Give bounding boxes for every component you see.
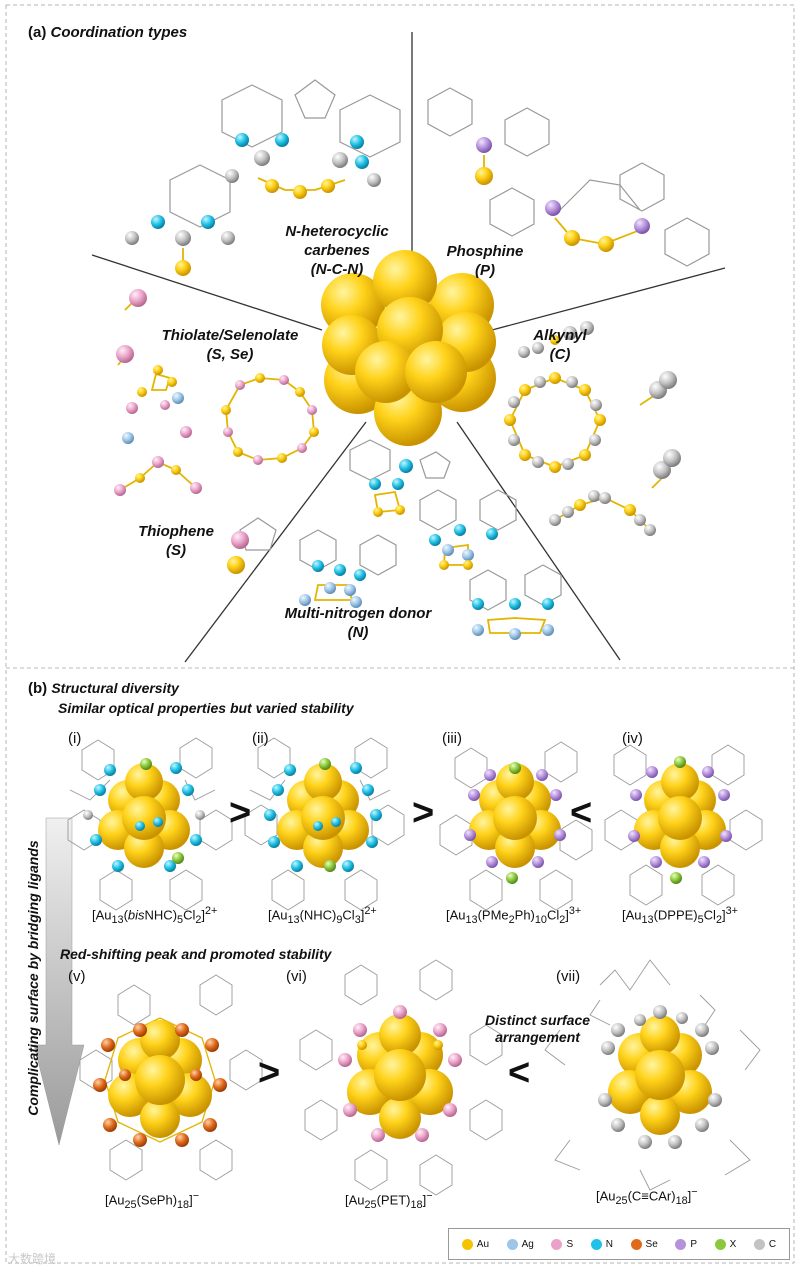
panel-b-header: (b) Structural diversity bbox=[28, 680, 179, 697]
row1-note: Similar optical properties but varied st… bbox=[58, 700, 354, 716]
formula-ii: [Au13(NHC)9Cl3]2+ bbox=[268, 905, 377, 926]
cluster-iii-number: (iii) bbox=[442, 730, 462, 747]
cluster-i-number: (i) bbox=[68, 730, 82, 747]
legend-item-c: C bbox=[753, 1238, 776, 1250]
ligand-alkynyl-label: Alkynyl (C) bbox=[533, 327, 587, 363]
panel-b-label: (b) bbox=[28, 680, 48, 697]
cluster-vii-number: (vii) bbox=[556, 968, 581, 985]
ligand-multinitrogen-label: Multi-nitrogen donor (N) bbox=[284, 605, 432, 641]
legend-swatch-ag bbox=[506, 1238, 518, 1250]
formula-iii: [Au13(PMe2Ph)10Cl2]3+ bbox=[446, 905, 582, 926]
compare-iii-iv: < bbox=[570, 792, 593, 834]
element-legend: Au Ag S N Se P X C bbox=[448, 1228, 790, 1260]
legend-item-se: Se bbox=[630, 1238, 658, 1250]
formula-i: [Au13(bisNHC)5Cl2]2+ bbox=[92, 905, 218, 926]
ligand-thiophene-label: Thiophene (S) bbox=[138, 523, 214, 559]
legend-item-x: X bbox=[714, 1238, 736, 1250]
compare-ii-iii: > bbox=[412, 792, 435, 834]
formula-iv: [Au13(DPPE)5Cl2]3+ bbox=[622, 905, 738, 926]
legend-swatch-s bbox=[551, 1238, 563, 1250]
legend-item-n: N bbox=[590, 1238, 613, 1250]
legend-swatch-se bbox=[630, 1238, 642, 1250]
cluster-ii-number: (ii) bbox=[252, 730, 269, 747]
surface-arrow-label: Complicating surface by bridging ligands bbox=[25, 840, 41, 1116]
formula-vii: [Au25(C≡CAr)18]− bbox=[596, 1186, 698, 1207]
watermark: 大数跨境 bbox=[8, 1252, 57, 1266]
ligand-phosphine-label: Phosphine (P) bbox=[446, 243, 524, 279]
legend-swatch-au bbox=[461, 1238, 473, 1250]
panel-a-label: (a) bbox=[28, 24, 47, 41]
legend-swatch-x bbox=[714, 1238, 726, 1250]
legend-swatch-c bbox=[753, 1238, 765, 1250]
row2-note: Red-shifting peak and promoted stability bbox=[60, 946, 332, 962]
formula-vi: [Au25(PET)18]− bbox=[345, 1190, 433, 1211]
panel-b-title: Structural diversity bbox=[51, 680, 179, 696]
ligand-thiolate-label: Thiolate/Selenolate (S, Se) bbox=[161, 327, 299, 363]
legend-item-s: S bbox=[551, 1238, 573, 1250]
panel-a-title: Coordination types bbox=[50, 24, 188, 41]
compare-i-ii: > bbox=[229, 792, 252, 834]
cluster-v-number: (v) bbox=[68, 968, 86, 985]
distinct-surface-note: Distinct surface arrangement bbox=[485, 1012, 591, 1045]
formula-v: [Au25(SePh)18]− bbox=[105, 1190, 200, 1211]
legend-swatch-p bbox=[675, 1238, 687, 1250]
ligand-nhc-label: N-heterocyclic carbenes (N-C-N) bbox=[285, 223, 389, 278]
compare-v-vi: > bbox=[258, 1052, 281, 1094]
compare-vi-vii: < bbox=[508, 1052, 531, 1094]
legend-item-p: P bbox=[675, 1238, 697, 1250]
legend-item-ag: Ag bbox=[506, 1238, 534, 1250]
cluster-vi-number: (vi) bbox=[286, 968, 307, 985]
panel-a-header: (a) Coordination types bbox=[28, 24, 187, 41]
legend-item-au: Au bbox=[461, 1238, 489, 1250]
legend-swatch-n bbox=[590, 1238, 602, 1250]
cluster-iv-number: (iv) bbox=[622, 730, 643, 747]
